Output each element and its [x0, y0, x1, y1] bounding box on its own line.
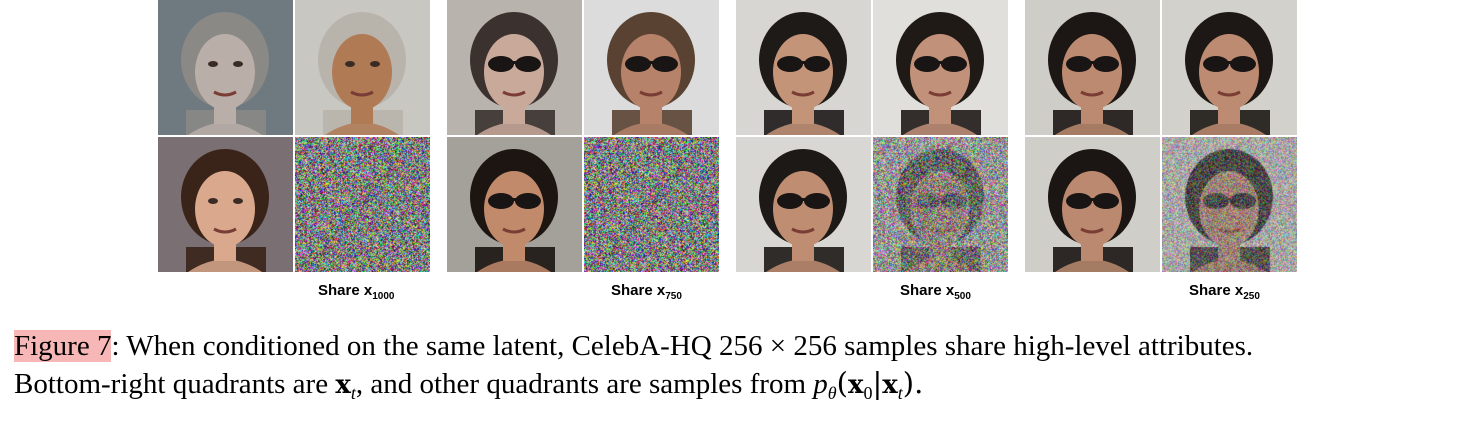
math-paren-open: (	[836, 366, 848, 400]
face-image	[1162, 0, 1297, 135]
caption-line-2: Bottom-right quadrants are xt, and other…	[14, 365, 1454, 412]
share-label-750: Share x750	[611, 282, 682, 302]
face-image	[295, 0, 430, 135]
caption-line2-text-b: , and other quadrants are samples from	[355, 368, 814, 400]
caption-line2-text-a: Bottom-right quadrants are	[14, 368, 336, 400]
panel-share-x1000	[158, 0, 430, 272]
noise-image-xt	[873, 137, 1008, 272]
panel-share-x500	[736, 0, 1008, 272]
face-image	[584, 0, 719, 135]
share-label-500: Share x500	[900, 282, 971, 302]
panel-share-x750	[447, 0, 719, 272]
math-x0: x	[847, 370, 864, 400]
face-image	[447, 0, 582, 135]
math-sub-t: t	[350, 383, 356, 403]
face-image	[158, 137, 293, 272]
math-x: x	[335, 370, 351, 400]
caption-line1-text: : When conditioned on the same latent, C…	[111, 330, 1254, 362]
figure-caption: Figure 7: When conditioned on the same l…	[14, 328, 1454, 412]
math-bar: |	[872, 366, 883, 400]
face-image	[736, 137, 871, 272]
face-image	[158, 0, 293, 135]
math-sub-0: 0	[863, 383, 873, 403]
caption-line-1: Figure 7: When conditioned on the same l…	[14, 328, 1454, 365]
noise-image-xt	[295, 137, 430, 272]
noise-image-xt	[1162, 137, 1297, 272]
math-xt: x	[882, 370, 898, 400]
figure-ref-link[interactable]: Figure 7	[14, 330, 112, 362]
share-label-1000: Share x1000	[318, 282, 395, 302]
share-label-250: Share x250	[1189, 282, 1260, 302]
face-image	[1025, 137, 1160, 272]
face-image	[736, 0, 871, 135]
math-p: p	[813, 368, 828, 400]
math-paren-close: ).	[902, 366, 924, 400]
face-image	[873, 0, 1008, 135]
face-image	[1025, 0, 1160, 135]
noise-image-xt	[584, 137, 719, 272]
face-image	[447, 137, 582, 272]
panel-share-x250	[1025, 0, 1297, 272]
math-sub-t2: t	[897, 383, 903, 403]
math-sub-theta: θ	[827, 383, 837, 403]
